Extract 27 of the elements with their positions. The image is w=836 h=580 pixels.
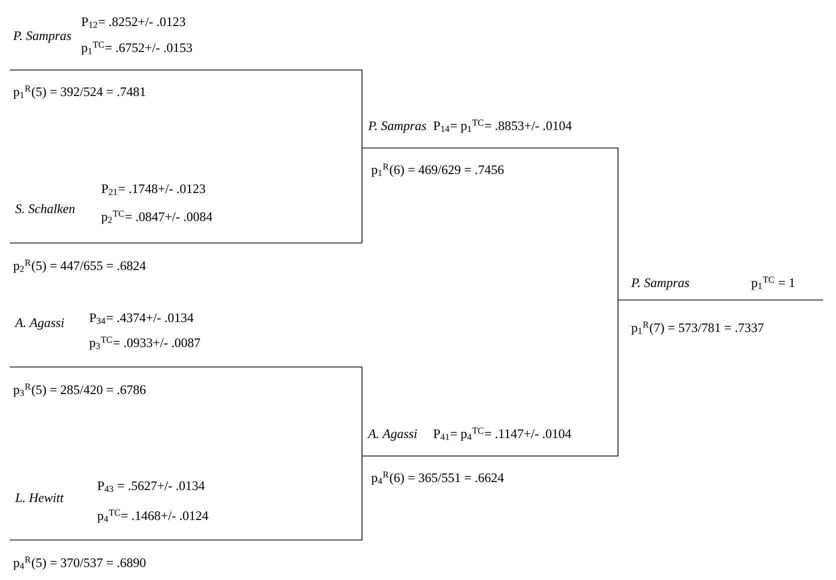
probability-text: P$_{12}$= .8252+/- .0123 bbox=[80, 16, 187, 29]
probability-text: p$_{4}$$^{TC}$= .1468+/- .0124 bbox=[96, 508, 210, 524]
bracket-line bbox=[10, 366, 362, 368]
player-name: P. Sampras bbox=[12, 30, 72, 44]
player-name: A. Agassi bbox=[14, 317, 66, 331]
probability-text: p$_{2}$$^{R}$(5) = 447/655 = .6824 bbox=[12, 258, 147, 274]
probability-text: p$_{4}$$^{R}$(5) = 370/537 = .6890 bbox=[12, 556, 147, 571]
player-name: L. Hewitt bbox=[14, 492, 65, 504]
probability-text: p$_{3}$$^{R}$(5) = 285/420 = .6786 bbox=[12, 382, 147, 398]
probability-text: p$_{1}$$^{TC}$= .6752+/- .0153 bbox=[80, 40, 194, 56]
probability-text: p$_{3}$$^{TC}$= .0933+/- .0087 bbox=[88, 336, 202, 351]
probability-text: P$_{21}$= .1748+/- .0123 bbox=[100, 183, 207, 196]
player-name: P. Sampras bbox=[630, 277, 690, 291]
probability-text: P$_{14}$= p$_{1}$$^{TC}$= .8853+/- .0104 bbox=[432, 118, 573, 134]
probability-text: p$_{1}$$^{R}$(7) = 573/781 = .7337 bbox=[630, 320, 765, 336]
probability-text: P$_{41}$= p$_{4}$$^{TC}$= .1147+/- .0104 bbox=[432, 426, 572, 442]
probability-text: P$_{43}$ = .5627+/- .0134 bbox=[96, 480, 206, 493]
probability-text: p$_{1}$$^{TC}$ = 1 bbox=[750, 276, 796, 291]
player-name: A. Agassi bbox=[367, 428, 418, 442]
probability-text: p$_{1}$$^{R}$(6) = 469/629 = .7456 bbox=[370, 162, 505, 178]
probability-text: P$_{34}$= .4374+/- .0134 bbox=[88, 312, 195, 325]
probability-text: p$_{2}$$^{TC}$= .0847+/- .0084 bbox=[100, 210, 214, 225]
probability-text: p$_{4}$$^{R}$(6) = 365/551 = .6624 bbox=[370, 470, 505, 486]
probability-text: p$_{1}$$^{R}$(5) = 392/524 = .7481 bbox=[12, 84, 147, 100]
player-name: P. Sampras bbox=[367, 120, 428, 134]
bracket-line bbox=[10, 242, 362, 244]
player-name: S. Schalken bbox=[14, 202, 76, 214]
